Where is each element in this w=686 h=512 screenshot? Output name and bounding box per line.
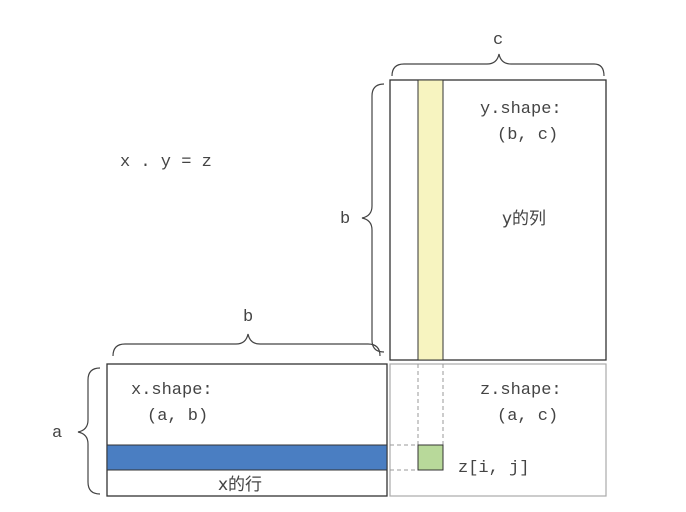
x-row-label: x的行 [218,475,262,495]
z-matrix: z.shape: (a, c) z[i, j] [389,363,607,497]
y-column-label: y的列 [502,209,546,229]
y-height-brace [361,83,385,353]
equation: x . y = z [120,153,212,172]
x-width-brace [112,333,381,357]
z-element-label: z[i, j] [458,459,529,478]
x-matrix-box [106,363,388,497]
z-element-highlight [417,444,444,471]
z-shape-label: z.shape: [480,381,562,400]
y-shape-value: (b, c) [497,126,558,145]
z-shape-value: (a, c) [497,407,558,426]
y-matrix: y.shape: (b, c) y的列 [389,79,607,361]
x-height-brace [77,367,101,495]
z-matrix-box [389,363,607,497]
x-matrix: x.shape: (a, b) x的行 [106,363,388,497]
x-shape-value: (a, b) [147,407,208,426]
y-column-highlight [417,79,444,361]
x-row-highlight [106,444,388,471]
y-width-label: c [493,31,503,50]
y-shape-label: y.shape: [480,100,562,119]
x-width-label: b [243,308,253,327]
y-height-label: b [340,210,350,229]
x-height-label: a [52,424,62,443]
x-shape-label: x.shape: [131,381,213,400]
y-width-brace [391,53,605,77]
